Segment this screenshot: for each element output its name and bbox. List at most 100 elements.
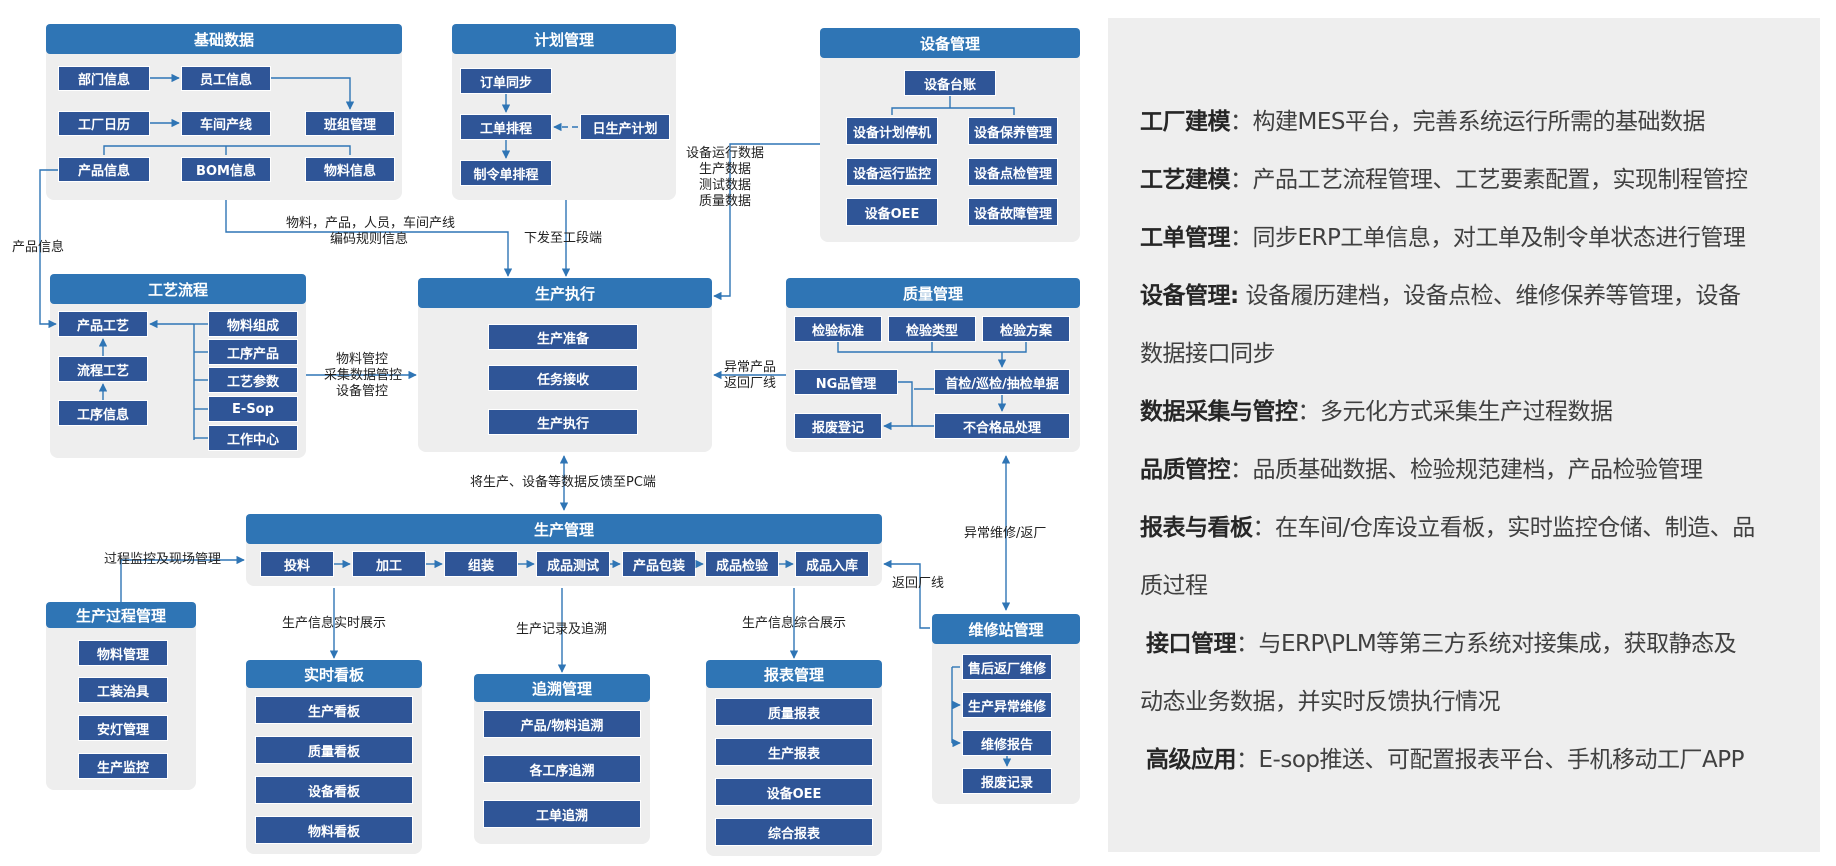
desc-line: 工艺建模：产品工艺流程管理、工艺要素配置，实现制程管控 <box>1140 167 1748 193</box>
box-fault-management: 设备故障管理 <box>968 198 1058 226</box>
box-andon: 安灯管理 <box>78 715 168 741</box>
box-work-order-trace: 工单追溯 <box>483 800 641 828</box>
step-product-testing: 成品测试 <box>536 551 610 577</box>
label-comprehensive-display: 生产信息综合展示 <box>742 616 847 631</box>
label-materials-line-1: 物料，产品，人员，车间产线 <box>286 216 456 231</box>
box-production-board: 生产看板 <box>255 696 413 724</box>
box-esop: E-Sop <box>208 396 298 422</box>
box-scrap-record: 报废记录 <box>962 768 1052 794</box>
desc-line: 质过程 <box>1140 573 1208 599</box>
box-material-management: 物料管理 <box>78 640 168 666</box>
box-production-report: 生产报表 <box>715 738 873 766</box>
box-oee-report: 设备OEE <box>715 778 873 806</box>
desc-line: 接口管理：与ERP\PLM等第三方系统对接集成，获取静态及 <box>1146 631 1737 657</box>
desc-line: 高级应用：E-sop推送、可配置报表平台、手机移动工厂APP <box>1146 747 1744 773</box>
step-assembly: 组装 <box>444 551 518 577</box>
box-bom-info: BOM信息 <box>181 157 271 182</box>
desc-line: 报表与看板：在车间/仓库设立看板，实时监控仓储、制造、品 <box>1140 515 1755 541</box>
box-material-composition: 物料组成 <box>208 311 298 337</box>
desc-line: 设备管理: 设备履历建档，设备点检、维修保养等管理，设备 <box>1140 283 1741 309</box>
box-inspection-plan: 检验方案 <box>982 316 1070 342</box>
box-department-info: 部门信息 <box>58 66 150 91</box>
box-production-preparation: 生产准备 <box>488 324 638 350</box>
desc-line: 工单管理：同步ERP工单信息，对工单及制令单状态进行管理 <box>1140 225 1746 251</box>
label-feedback: 将生产、设备等数据反馈至PC端 <box>470 475 656 490</box>
desc-line: 工厂建模：构建MES平台，完善系统运行所需的基础数据 <box>1140 109 1705 135</box>
box-ng-management: NG品管理 <box>794 369 898 395</box>
box-factory-calendar: 工厂日历 <box>58 111 150 136</box>
step-feeding: 投料 <box>260 551 334 577</box>
panel-quality-title: 质量管理 <box>786 278 1080 308</box>
label-equipment-data-3: 测试数据 <box>699 178 752 193</box>
box-equipment-oee: 设备OEE <box>846 198 938 226</box>
desc-line: 动态业务数据，并实时反馈执行情况 <box>1140 689 1501 715</box>
label-monitoring: 过程监控及现场管理 <box>104 552 222 567</box>
box-planned-downtime: 设备计划停机 <box>846 117 938 145</box>
box-flow-process: 流程工艺 <box>58 356 148 382</box>
box-employee-info: 员工信息 <box>181 66 271 91</box>
label-product-info: 产品信息 <box>12 240 65 255</box>
step-warehousing: 成品入库 <box>795 551 869 577</box>
box-operation-trace: 各工序追溯 <box>483 755 641 783</box>
step-packaging: 产品包装 <box>622 551 696 577</box>
label-dispatch: 下发至工段端 <box>524 231 603 246</box>
box-work-center: 工作中心 <box>208 425 298 451</box>
box-repair-report: 维修报告 <box>962 730 1052 756</box>
panel-traceability-title: 追溯管理 <box>474 674 650 702</box>
label-return-line: 返回厂线 <box>892 576 945 591</box>
label-abnormal-1: 异常产品 <box>724 360 777 375</box>
label-abnormal-repair: 异常维修/返厂 <box>964 526 1047 541</box>
desc-line: 数据采集与管控：多元化方式采集生产过程数据 <box>1140 399 1613 425</box>
box-product-process: 产品工艺 <box>58 311 148 337</box>
desc-line: 品质管控：品质基础数据、检验规范建档，产品检验管理 <box>1140 457 1703 483</box>
box-workshop-line: 车间产线 <box>181 111 271 136</box>
panel-production-management-title: 生产管理 <box>246 514 882 544</box>
step-final-inspection: 成品检验 <box>705 551 779 577</box>
step-processing: 加工 <box>352 551 426 577</box>
panel-realtime-board-title: 实时看板 <box>246 660 422 688</box>
panel-basic-data-title: 基础数据 <box>46 24 402 54</box>
box-abnormal-repair: 生产异常维修 <box>962 692 1052 718</box>
description-panel: 工厂建模：构建MES平台，完善系统运行所需的基础数据 工艺建模：产品工艺流程管理… <box>1108 18 1820 852</box>
panel-production-execution-title: 生产执行 <box>418 278 712 308</box>
label-materials-line-2: 编码规则信息 <box>330 232 409 247</box>
label-control-1: 物料管控 <box>336 352 389 367</box>
label-equipment-data-2: 生产数据 <box>699 162 752 177</box>
panel-repair-station-title: 维修站管理 <box>932 614 1080 644</box>
box-scrap-registration: 报废登记 <box>794 413 882 439</box>
label-control-2: 采集数据管控 <box>324 368 403 383</box>
box-product-info: 产品信息 <box>58 157 150 182</box>
box-spot-inspection: 设备点检管理 <box>968 158 1058 186</box>
box-production-execution: 生产执行 <box>488 409 638 435</box>
box-work-order-scheduling: 工单排程 <box>460 114 552 140</box>
box-equipment-ledger: 设备台账 <box>904 70 996 96</box>
label-equipment-data-4: 质量数据 <box>699 194 752 209</box>
panel-equipment-title: 设备管理 <box>820 28 1080 58</box>
box-after-sales-repair: 售后返厂维修 <box>962 654 1052 680</box>
label-abnormal-2: 返回厂线 <box>724 376 777 391</box>
box-quality-report: 质量报表 <box>715 698 873 726</box>
box-inspection-standard: 检验标准 <box>794 316 882 342</box>
label-control-3: 设备管控 <box>336 384 389 399</box>
box-inspection-type: 检验类型 <box>888 316 976 342</box>
box-product-material-trace: 产品/物料追溯 <box>483 710 641 738</box>
box-operation-monitoring: 设备运行监控 <box>846 158 938 186</box>
box-comprehensive-report: 综合报表 <box>715 818 873 846</box>
box-quality-board: 质量看板 <box>255 736 413 764</box>
box-operation-info: 工序信息 <box>58 400 148 426</box>
label-realtime-display: 生产信息实时展示 <box>282 616 387 631</box>
box-material-board: 物料看板 <box>255 816 413 844</box>
box-task-receipt: 任务接收 <box>488 365 638 391</box>
box-nonconforming-handling: 不合格品处理 <box>934 413 1070 439</box>
panel-process-flow-title: 工艺流程 <box>50 274 306 304</box>
panel-reports-title: 报表管理 <box>706 660 882 688</box>
box-daily-plan: 日生产计划 <box>580 114 670 140</box>
box-material-info: 物料信息 <box>305 157 395 182</box>
label-records-trace: 生产记录及追溯 <box>516 622 608 637</box>
label-equipment-data-1: 设备运行数据 <box>686 146 765 161</box>
box-inspection-documents: 首检/巡检/抽检单据 <box>934 369 1070 395</box>
box-process-parameters: 工艺参数 <box>208 367 298 393</box>
panel-planning-title: 计划管理 <box>452 24 676 54</box>
box-equipment-board: 设备看板 <box>255 776 413 804</box>
connector-lines <box>39 73 1027 767</box>
